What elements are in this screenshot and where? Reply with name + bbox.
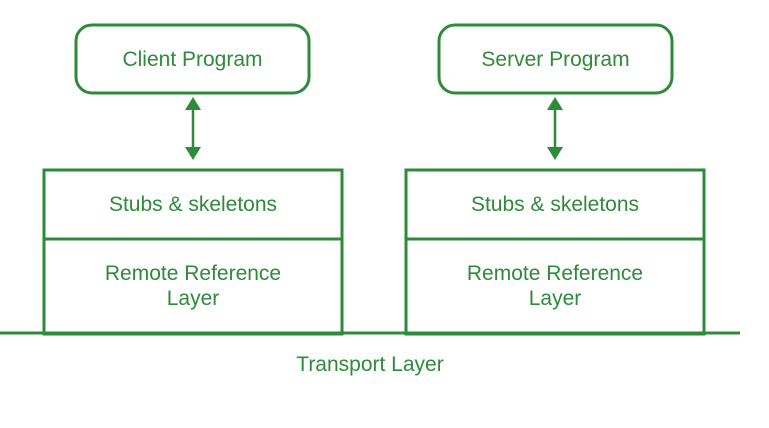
server-stack: Server Program Stubs & skeletons Remote …: [404, 23, 706, 336]
server-bidirectional-arrow: [547, 97, 563, 160]
transport-layer-label: Transport Layer: [296, 353, 443, 376]
server-remote-ref-line1: Remote Reference: [467, 262, 643, 285]
client-program-box: [74, 23, 311, 95]
client-bidirectional-arrow: [185, 97, 201, 160]
server-program-label: Server Program: [481, 48, 629, 71]
server-program-box: [437, 23, 674, 95]
client-stubs-label: Stubs & skeletons: [109, 193, 277, 216]
client-remote-ref-line2: Layer: [167, 287, 220, 310]
client-program-label: Client Program: [122, 48, 262, 71]
client-stack: Client Program Stubs & skeletons Remote …: [42, 23, 344, 336]
server-stubs-label: Stubs & skeletons: [471, 193, 639, 216]
client-remote-ref-line1: Remote Reference: [105, 262, 281, 285]
server-remote-ref-line2: Layer: [529, 287, 582, 310]
